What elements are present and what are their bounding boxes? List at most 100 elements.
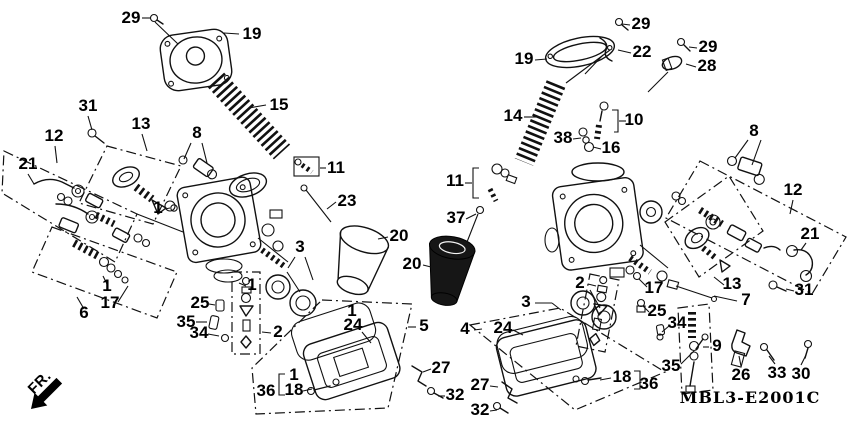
leader-line: [489, 409, 498, 412]
small-parts: [33, 13, 814, 414]
leader-line: [76, 296, 85, 310]
diaphragm-cover-left: [159, 28, 233, 92]
part-label-32: 32: [446, 385, 465, 404]
leader-line: [377, 236, 389, 240]
part-label-19: 19: [515, 49, 534, 68]
construction-lines: [136, 21, 669, 233]
leader-line: [201, 142, 208, 164]
part-label-1: 1: [347, 301, 356, 320]
leader-line: [164, 207, 171, 210]
leader-line: [680, 350, 695, 365]
part-label-12: 12: [45, 126, 64, 145]
leader-line: [223, 32, 240, 35]
part-label-20: 20: [390, 226, 409, 245]
part-label-20: 20: [403, 254, 422, 273]
leader-line: [800, 242, 807, 251]
front-direction-arrow: FR.: [25, 368, 63, 409]
leader-line: [800, 354, 807, 366]
part-label-11: 11: [327, 158, 345, 177]
part-label-15: 15: [270, 95, 289, 114]
float-bowl-gasket-left: [290, 302, 377, 361]
part-label-24: 24: [494, 318, 513, 337]
leader-line: [287, 256, 296, 269]
leader-line: [465, 213, 477, 220]
part-label-2: 2: [575, 273, 584, 292]
group-box-2-left: [231, 271, 261, 355]
part-label-25: 25: [191, 293, 210, 312]
part-label-16: 16: [602, 138, 621, 157]
part-label-26: 26: [732, 365, 751, 384]
group-box-9: [677, 303, 714, 395]
leader-line: [572, 137, 582, 140]
callout-bracket: [472, 167, 479, 199]
callout-bracket: [612, 109, 619, 133]
part-label-12: 12: [784, 180, 803, 199]
part-label-24: 24: [344, 315, 363, 334]
part-label-18: 18: [613, 367, 632, 386]
part-label-3: 3: [295, 237, 304, 256]
part-label-31: 31: [79, 96, 98, 115]
leader-line: [599, 377, 612, 381]
part-label-13: 13: [132, 114, 151, 133]
leader-line: [713, 276, 725, 286]
part-label-17: 17: [101, 293, 120, 312]
part-label-38: 38: [554, 128, 573, 147]
part-label-1: 1: [289, 365, 298, 384]
vacuum-piston-dark: [428, 235, 476, 306]
leader-line: [422, 368, 432, 373]
leader-line: [207, 333, 220, 337]
leader-line: [738, 355, 742, 367]
carburetor-body-left: [176, 172, 289, 283]
part-label-1: 1: [247, 275, 256, 294]
part-label-34: 34: [190, 323, 209, 342]
part-label-25: 25: [648, 301, 667, 320]
part-label-1: 1: [153, 198, 162, 217]
leader-line: [208, 303, 216, 306]
leader-line: [638, 278, 648, 288]
diagram-code: MBL3-E2001C: [680, 388, 821, 407]
leader-line: [512, 329, 524, 336]
group-box-13-left: [78, 145, 182, 225]
part-label-18: 18: [285, 380, 304, 399]
leader-line: [642, 305, 650, 313]
group-box-11-left: [293, 156, 320, 177]
leader-line: [592, 146, 602, 150]
float-bowl-left: [302, 321, 401, 401]
leader-line: [422, 264, 432, 268]
callout-bracket: [278, 373, 285, 396]
leader-line: [87, 115, 93, 131]
part-label-37: 37: [447, 208, 466, 227]
leader-line: [551, 302, 562, 311]
leader-line: [302, 388, 313, 392]
float-bowl-gasket-right: [496, 315, 589, 374]
part-label-6: 6: [79, 303, 88, 322]
leader-line: [751, 139, 762, 166]
part-label-29: 29: [632, 14, 651, 33]
group-boxes: [1, 145, 847, 415]
part-label-14: 14: [504, 106, 523, 125]
part-label-34: 34: [668, 313, 687, 332]
leader-line: [183, 142, 192, 160]
leader-line: [685, 63, 697, 68]
leader-line: [661, 325, 670, 333]
part-label-21: 21: [801, 224, 820, 243]
compression-spring-14: [514, 80, 566, 166]
part-label-1: 1: [102, 276, 111, 295]
group-box-13-right: [664, 175, 764, 278]
leader-line: [27, 173, 35, 185]
part-label-32: 32: [471, 400, 490, 419]
leader-line: [326, 201, 337, 210]
part-label-35: 35: [662, 356, 681, 375]
leader-line: [54, 145, 58, 164]
part-label-28: 28: [698, 56, 717, 75]
group-box-12-left: [1, 150, 138, 263]
part-label-30: 30: [792, 364, 811, 383]
part-label-8: 8: [749, 121, 758, 140]
part-label-31: 31: [795, 280, 814, 299]
leader-line: [238, 282, 247, 287]
vacuum-piston-light: [336, 225, 390, 296]
leader-line: [473, 328, 483, 331]
part-label-35: 35: [177, 312, 196, 331]
